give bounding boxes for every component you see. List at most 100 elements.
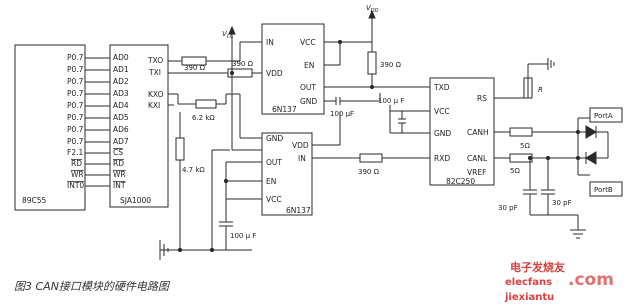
sja-pin-label: CS — [113, 148, 123, 157]
sja-pin-label: AD0 — [113, 53, 129, 62]
opto-top-pin: EN — [304, 61, 314, 70]
mcu-name: 89C55 — [22, 196, 47, 205]
sja-name: SJA1000 — [120, 196, 151, 205]
opto-bottom-pin: IN — [298, 154, 306, 163]
sja-pin-labels: AD0 AD1 AD2 AD3 AD4 AD5 AD6 AD7 CS RD WR… — [113, 53, 164, 205]
r-vdd-value: 390 Ω — [380, 61, 402, 69]
mcu-pin-label: P0.7 — [67, 125, 84, 134]
port-b-box — [589, 181, 623, 197]
sja-pin-label: KXO — [148, 90, 164, 99]
xcvr-pin: GND — [434, 129, 451, 138]
opto-bottom-pin: VCC — [266, 195, 282, 204]
c-bottom-value: 100 μ F — [230, 232, 256, 240]
mcu-pin-label: P0.7 — [67, 65, 84, 74]
opto-top-pin: VDD — [266, 69, 283, 78]
mcu-pin-label: P0.7 — [67, 89, 84, 98]
tx-path-wires — [168, 40, 262, 151]
c-vcc-value: 100 μ F — [378, 97, 404, 105]
r-canl-value: 5Ω — [510, 167, 520, 175]
opto-top-labels: IN VDD VCC EN OUT GND 6N137 — [266, 38, 317, 114]
mcu-pin-label: INT0 — [67, 181, 84, 190]
transceiver-left-wiring — [312, 105, 430, 163]
mcu-pin-label: P0.7 — [67, 101, 84, 110]
watermark-line4: jiexiantu — [504, 292, 554, 303]
mcu-pin-label: WR — [71, 170, 84, 179]
sja1000-body — [109, 44, 169, 208]
figure-caption: 图3 CAN接口模块的硬件电路图 — [14, 280, 171, 293]
mcu-pin-label: RD — [71, 159, 82, 168]
diode-upper — [585, 125, 597, 139]
port-a-label: PortA — [594, 112, 613, 120]
sja-pin-label: WR — [113, 170, 126, 179]
opto-top-name: 6N137 — [272, 105, 297, 114]
sja-pin-label: AD6 — [113, 125, 129, 134]
opto-bottom-pin: EN — [266, 177, 276, 186]
transceiver-right-wiring — [494, 58, 623, 239]
watermark-line3: .com — [568, 270, 614, 290]
opto-bottom-body — [261, 132, 313, 216]
r-tx2-value: 390 Ω — [232, 60, 254, 68]
sja-pin-label: TXI — [148, 68, 161, 77]
opto-bottom-name: 6N137 — [286, 206, 311, 215]
component-values: 390 Ω 390 Ω 390 Ω 390 Ω 6.2 kΩ 4.7 kΩ 10… — [182, 60, 613, 240]
opto-top-body — [261, 23, 325, 115]
sja-pin-label: KXI — [148, 101, 160, 110]
sja-pin-label: RD — [113, 159, 124, 168]
xcvr-pin: TXD — [433, 83, 450, 92]
resistor-rx — [359, 153, 383, 163]
port-a-box — [589, 107, 623, 123]
c-top-value: 100 μF — [330, 110, 354, 118]
data-bus-lines — [85, 57, 110, 187]
r-rs-value: R — [538, 86, 543, 94]
resistor-vdd — [367, 51, 377, 75]
sja-pin-label: AD2 — [113, 77, 129, 86]
watermark-line1: 电子发烧友 — [510, 260, 565, 274]
mcu-pin-label: P0.7 — [67, 137, 84, 146]
opto-top-pin: OUT — [300, 83, 316, 92]
r-canh-value: 5Ω — [520, 142, 530, 150]
opto-bottom-pin: GND — [266, 134, 283, 143]
mcu-pin-label: F2.1 — [67, 148, 83, 157]
opto-bottom-pin: VDD — [292, 141, 309, 150]
mcu-pin-label: P0.7 — [67, 53, 84, 62]
diode-lower — [585, 151, 597, 165]
opto-bottom-labels: GND OUT EN VCC VDD IN 6N137 — [266, 134, 311, 215]
r-47k-value: 4.7 kΩ — [182, 166, 205, 174]
c-30b-value: 30 pF — [552, 199, 572, 207]
resistor-62k — [195, 99, 217, 109]
vdd-arrow — [368, 9, 376, 22]
r-62k-value: 6.2 kΩ — [192, 114, 215, 122]
sja-pin-label: AD7 — [113, 137, 129, 146]
mcu-pin-label: P0.7 — [67, 113, 84, 122]
xcvr-pin: VREF — [467, 168, 486, 177]
c-30a-value: 30 pF — [498, 204, 518, 212]
mcu-89c55-body — [14, 44, 86, 211]
xcvr-name: 82C250 — [446, 177, 475, 186]
resistor-tx1 — [181, 56, 207, 66]
sja-pin-label: AD4 — [113, 101, 129, 110]
rx-bias-network — [168, 93, 262, 250]
r-rx-value: 390 Ω — [358, 168, 380, 176]
bottom-cap-ground — [159, 221, 252, 260]
resistor-canh — [509, 127, 533, 137]
resistor-47k — [175, 137, 185, 161]
mcu-pin-labels: P0.7 P0.7 P0.7 P0.7 P0.7 P0.7 P0.7 P0.7 … — [22, 53, 84, 205]
opto-top-pin: VCC — [300, 38, 316, 47]
transceiver-labels: TXD VCC GND RXD RS CANH CANL VREF 82C250 — [433, 83, 489, 186]
xcvr-pin: RS — [477, 94, 487, 103]
top-opto-output — [324, 22, 430, 105]
sja-pin-label: AD1 — [113, 65, 129, 74]
sja-pin-label: INT — [113, 181, 126, 190]
port-b-label: PortB — [594, 186, 613, 194]
xcvr-pin: VCC — [434, 107, 450, 116]
opto-top-pin: IN — [266, 38, 274, 47]
xcvr-pin: CANH — [467, 128, 489, 137]
vcc-label: VCC — [222, 30, 234, 40]
xcvr-pin: CANL — [467, 154, 488, 163]
sja-pin-label: TXO — [147, 56, 163, 65]
opto-top-pin: GND — [300, 97, 317, 106]
sja-pin-label: AD5 — [113, 113, 129, 122]
xcvr-pin: RXD — [434, 154, 450, 163]
mcu-pin-label: P0.7 — [67, 77, 84, 86]
